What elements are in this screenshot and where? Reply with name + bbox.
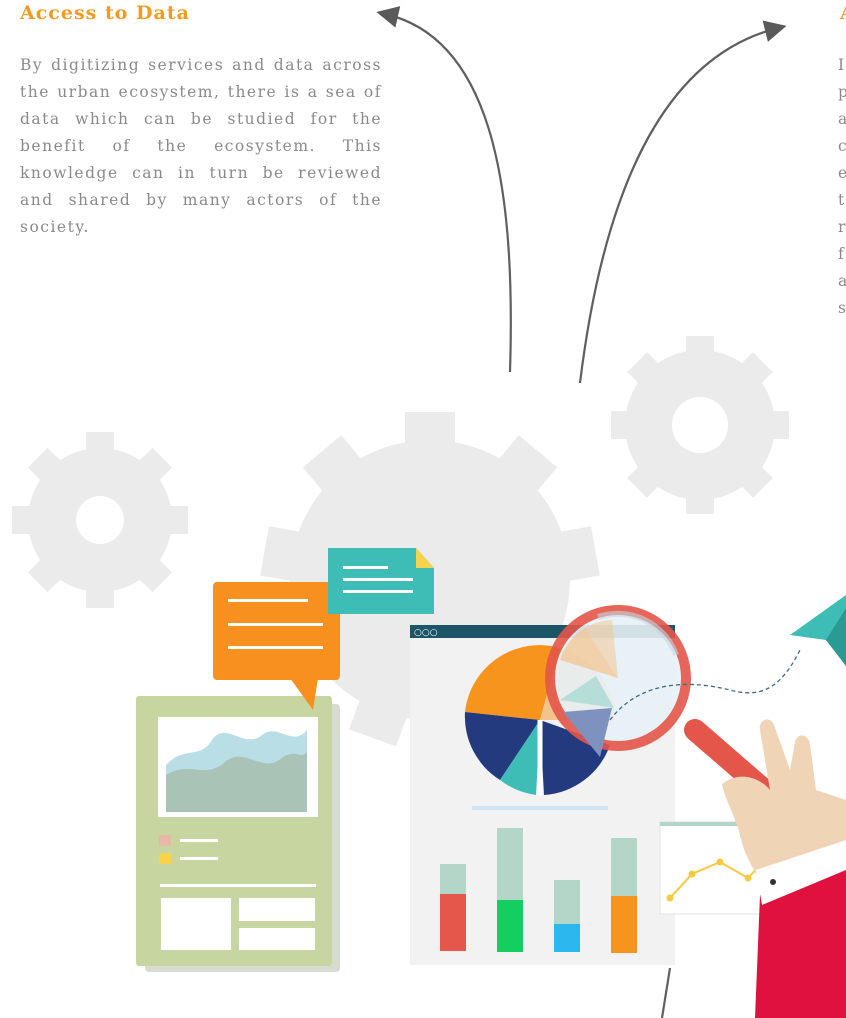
section-title: Access to Data [20, 2, 190, 24]
curved-arrow-right [578, 20, 787, 384]
hand-icon [722, 719, 846, 1018]
gear-icon-right [611, 336, 789, 514]
clipped-line: e [838, 164, 846, 182]
curved-arrow-left [376, 6, 512, 373]
clipped-line: t [838, 191, 845, 209]
clipped-line: p [838, 83, 846, 101]
section-body: By digitizing services and data across t… [20, 56, 382, 236]
clipped-line: c [838, 137, 846, 155]
orange-speech-bubble-icon [213, 582, 340, 710]
clipped-line: a [838, 272, 846, 290]
bar-chart [440, 828, 637, 953]
paper-plane-icon [790, 595, 846, 666]
teal-note-icon [328, 548, 434, 614]
clipped-section-body: I p a c e t r f a s [838, 52, 846, 322]
gear-icon-left [12, 432, 188, 608]
clipped-line: f [838, 245, 844, 263]
clipped-line: I [838, 56, 845, 74]
arrow-stem-bottom [660, 967, 672, 1018]
window-dots: ○○○ [414, 628, 438, 638]
report-document [136, 696, 340, 972]
clipped-section-title: A [840, 2, 846, 24]
clipped-line: r [838, 218, 846, 236]
clipped-line: s [838, 299, 846, 317]
clipped-line: a [838, 110, 846, 128]
